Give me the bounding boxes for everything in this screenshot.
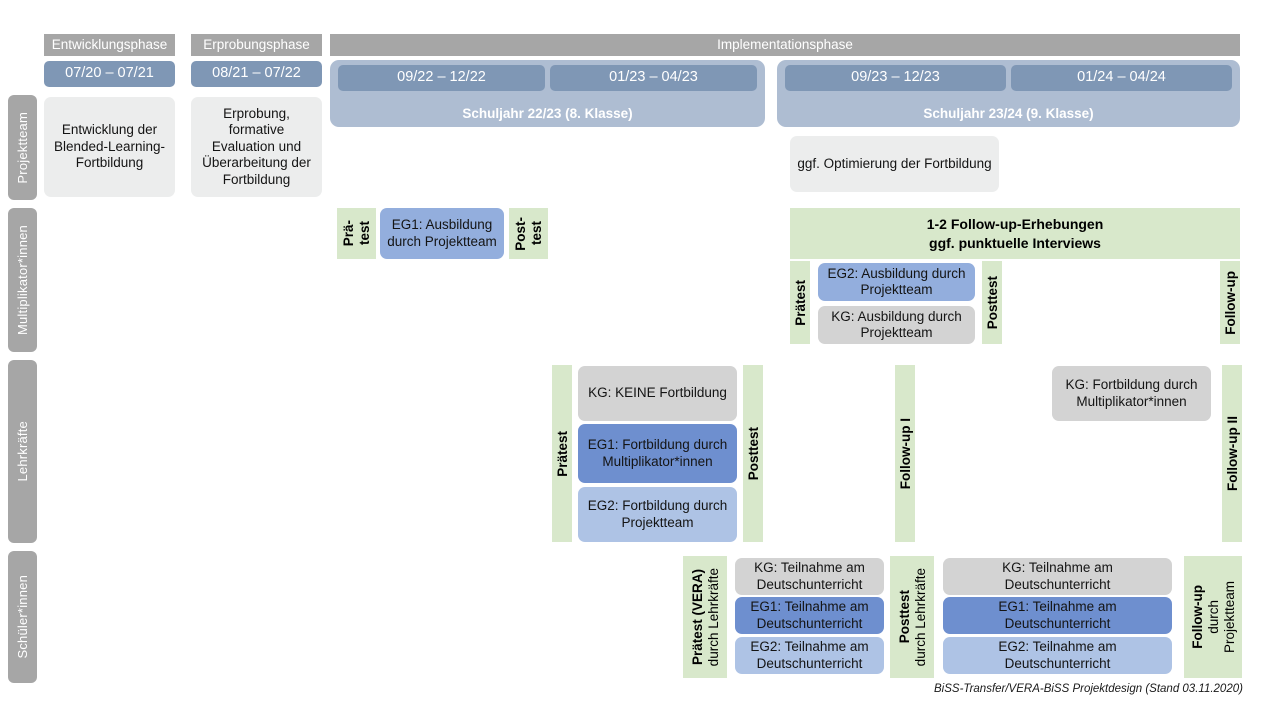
schueler-praetest-sub-text: durch Lehrkräfte bbox=[705, 567, 721, 667]
lehrkraefte-kg-fortbildung-box: KG: Fortbildung durch Multiplikator*inne… bbox=[1052, 366, 1211, 421]
period-chip-0821-0722: 08/21 – 07/22 bbox=[191, 61, 322, 87]
school-year-label-2324: Schuljahr 23/24 (9. Klasse) bbox=[923, 106, 1094, 121]
phase-header-entwicklungsphase: Entwicklungsphase bbox=[44, 34, 175, 56]
schueler-posttest-marker: Posttest durch Lehrkräfte bbox=[890, 556, 934, 678]
schueler-eg2-left-box: EG2: Teilnahme am Deutschunterricht bbox=[735, 637, 884, 674]
schueler-followup-marker: Follow-up durch Projektteam bbox=[1184, 556, 1242, 678]
schueler-posttest-sub-text: durch Lehrkräfte bbox=[912, 567, 928, 667]
row-label-schuelerinnen-text: Schüler*innen bbox=[15, 575, 30, 659]
multiplikatoren-followup-band-line2: ggf. punktuelle Interviews bbox=[929, 234, 1101, 251]
lehrkraefte-kg-keine-box: KG: KEINE Fortbildung bbox=[578, 366, 737, 421]
projektteam-optimierung-box: ggf. Optimierung der Fortbildung bbox=[790, 136, 999, 192]
multiplikatoren-posttest-line2: test bbox=[529, 221, 544, 246]
multiplikatoren-praetest-marker: Prä- test bbox=[337, 208, 376, 259]
multiplikatoren-eg1-box: EG1: Ausbildung durch Projektteam bbox=[380, 208, 504, 259]
period-chip-0720-0721: 07/20 – 07/21 bbox=[44, 61, 175, 87]
row-label-projektteam-text: Projektteam bbox=[15, 111, 30, 184]
row-label-lehrkraefte: Lehrkräfte bbox=[8, 360, 37, 543]
lehrkraefte-eg2-box: EG2: Fortbildung durch Projektteam bbox=[578, 487, 737, 542]
multiplikatoren-posttest-marker: Post- test bbox=[509, 208, 548, 259]
lehrkraefte-eg1-box: EG1: Fortbildung durch Multiplikator*inn… bbox=[578, 424, 737, 483]
multiplikatoren-followup-band-line1: 1-2 Follow-up-Erhebungen bbox=[926, 216, 1104, 233]
lehrkraefte-followup1-text: Follow-up I bbox=[897, 417, 913, 490]
multiplikatoren-posttest2-text: Posttest bbox=[984, 275, 1000, 330]
schueler-kg-left-box: KG: Teilnahme am Deutschunterricht bbox=[735, 558, 884, 595]
row-label-multiplikatorinnen: Multiplikator*innen bbox=[8, 208, 37, 352]
multiplikatoren-kg-box: KG: Ausbildung durch Projektteam bbox=[818, 306, 975, 344]
phase-header-implementationsphase: Implementationsphase bbox=[330, 34, 1240, 56]
lehrkraefte-posttest-text: Posttest bbox=[745, 426, 761, 481]
schueler-posttest-bold-text: Posttest bbox=[896, 590, 912, 644]
schueler-eg1-left-box: EG1: Teilnahme am Deutschunterricht bbox=[735, 597, 884, 634]
period-chip-0123-0423: 01/23 – 04/23 bbox=[550, 65, 757, 91]
lehrkraefte-followup1-marker: Follow-up I bbox=[895, 365, 915, 542]
schueler-followup-bold-text: Follow-up bbox=[1189, 585, 1205, 649]
schueler-eg1-right-box: EG1: Teilnahme am Deutschunterricht bbox=[943, 597, 1172, 634]
schueler-kg-right-box: KG: Teilnahme am Deutschunterricht bbox=[943, 558, 1172, 595]
row-label-lehrkraefte-text: Lehrkräfte bbox=[15, 421, 30, 482]
period-chip-0923-1223: 09/23 – 12/23 bbox=[785, 65, 1006, 91]
multiplikatoren-followup-band: 1-2 Follow-up-Erhebungen ggf. punktuelle… bbox=[790, 208, 1240, 259]
multiplikatoren-praetest-line2: test bbox=[357, 221, 372, 246]
row-label-schuelerinnen: Schüler*innen bbox=[8, 551, 37, 683]
lehrkraefte-followup2-marker: Follow-up II bbox=[1222, 365, 1242, 542]
period-chip-0124-0424: 01/24 – 04/24 bbox=[1011, 65, 1232, 91]
schueler-followup-sub1-text: durch bbox=[1205, 600, 1221, 634]
footer-caption: BiSS-Transfer/VERA-BiSS Projektdesign (S… bbox=[934, 683, 1243, 695]
projektteam-entwicklung-box: Entwicklung der Blended-Learning-Fortbil… bbox=[44, 97, 175, 197]
lehrkraefte-followup2-text: Follow-up II bbox=[1224, 416, 1240, 491]
projektteam-erprobung-box: Erprobung, formative Evaluation und Über… bbox=[191, 97, 322, 197]
lehrkraefte-posttest-marker: Posttest bbox=[743, 365, 763, 542]
phase-header-erprobungsphase: Erprobungsphase bbox=[191, 34, 322, 56]
multiplikatoren-praetest2-text: Prätest bbox=[792, 279, 808, 326]
lehrkraefte-praetest-text: Prätest bbox=[554, 430, 570, 477]
multiplikatoren-praetest2-marker: Prätest bbox=[790, 261, 810, 344]
multiplikatoren-followup-marker: Follow-up bbox=[1220, 261, 1240, 344]
schueler-eg2-right-box: EG2: Teilnahme am Deutschunterricht bbox=[943, 637, 1172, 674]
multiplikatoren-praetest-line1: Prä- bbox=[341, 220, 356, 247]
lehrkraefte-praetest-marker: Prätest bbox=[552, 365, 572, 542]
period-chip-0922-1222: 09/22 – 12/22 bbox=[338, 65, 545, 91]
schueler-praetest-marker: Prätest (VERA) durch Lehrkräfte bbox=[683, 556, 727, 678]
multiplikatoren-followup-text: Follow-up bbox=[1222, 270, 1238, 335]
schueler-followup-sub2-text: Projektteam bbox=[1221, 580, 1237, 654]
multiplikatoren-eg2-box: EG2: Ausbildung durch Projektteam bbox=[818, 263, 975, 301]
multiplikatoren-posttest-line1: Post- bbox=[513, 216, 528, 251]
school-year-label-2223: Schuljahr 22/23 (8. Klasse) bbox=[462, 106, 633, 121]
multiplikatoren-posttest2-marker: Posttest bbox=[982, 261, 1002, 344]
school-year-band-2223: 09/22 – 12/22 01/23 – 04/23 Schuljahr 22… bbox=[330, 60, 765, 127]
school-year-band-2324: 09/23 – 12/23 01/24 – 04/24 Schuljahr 23… bbox=[777, 60, 1240, 127]
row-label-multiplikatorinnen-text: Multiplikator*innen bbox=[15, 224, 30, 336]
row-label-projektteam: Projektteam bbox=[8, 95, 37, 200]
schueler-praetest-bold-text: Prätest (VERA) bbox=[689, 568, 705, 666]
